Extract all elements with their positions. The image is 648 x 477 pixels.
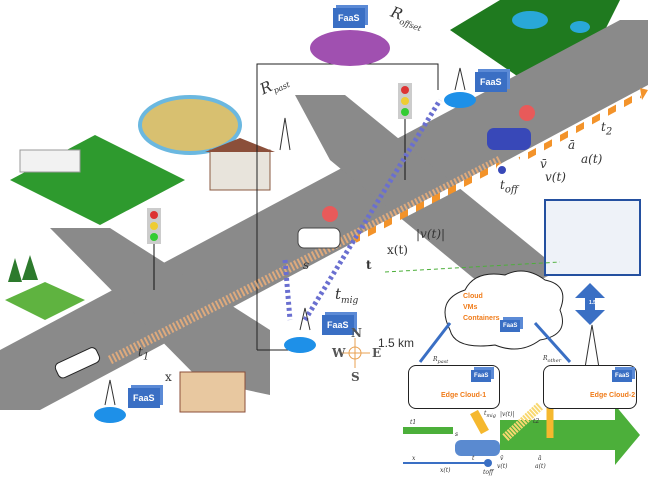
distance-label: 1.5 km [378, 336, 415, 350]
traffic-light-left [147, 208, 161, 290]
link-line [384, 261, 561, 273]
wifi-badge [322, 206, 338, 222]
inset-t-off-marker [484, 459, 492, 467]
inset-r-past: Rpast [433, 356, 449, 366]
inset-car [455, 440, 500, 456]
compass-s: S [351, 370, 360, 384]
inset-t-off: toff [483, 469, 494, 476]
wifi-cloud-icon [284, 337, 316, 353]
inset-migration-beam [470, 409, 489, 435]
compass-icon [340, 338, 370, 368]
t1-label: t1 [138, 345, 150, 363]
cross-road-lower [50, 228, 270, 395]
t-label: t [366, 258, 372, 272]
distance-badge: 1.5KM [589, 300, 604, 306]
s-label: s [303, 258, 310, 272]
vehicle-white [297, 227, 341, 249]
x-t-label: x(t) [387, 243, 408, 257]
pond [570, 21, 590, 33]
cell-tower-icon [104, 67, 602, 406]
vehicle-blue [487, 128, 531, 150]
faas-badge: FaaS [333, 8, 365, 28]
t2-label: t2 [601, 120, 613, 138]
t-mig-label: tmig [335, 285, 359, 306]
future-trajectory-2 [518, 92, 642, 163]
inset-beam-2 [501, 402, 544, 442]
tree [8, 258, 22, 282]
inset-motion-arrow [500, 405, 640, 465]
distance-cross-arrow [575, 283, 605, 325]
edge-cloud-1-label: Edge Cloud-1 [441, 392, 487, 399]
compass-n: N [351, 326, 362, 340]
inset-bar-t1 [403, 427, 453, 434]
inset-t: t [472, 455, 475, 462]
secure-cloud-icon [310, 30, 390, 66]
apartment-building [209, 149, 271, 191]
faas-badge: FaaS [475, 72, 507, 92]
inset-t-mig: tmig [484, 410, 496, 420]
migration-path-short [282, 259, 293, 321]
t-off-marker [496, 164, 508, 176]
traffic-light-right [398, 83, 412, 180]
pond [512, 11, 548, 29]
inset-t2: t2 [533, 418, 540, 425]
edge-cloud-1: Edge Cloud-1 FaaS [408, 365, 500, 409]
link-edge2-cloud [533, 321, 572, 364]
wifi-cloud-icon [94, 407, 126, 423]
central-cloud [444, 270, 564, 350]
inset-x-t: x(t) [440, 467, 451, 474]
inset-r-other: Rother [543, 355, 562, 365]
inset-a-t: a(t) [535, 463, 546, 470]
houses [179, 371, 246, 413]
edge-cloud-2: Edge Cloud-2 FaaS [543, 365, 637, 409]
inset-x: x [412, 455, 416, 462]
police-station [544, 199, 641, 276]
inset-v-t: v(t) [497, 463, 508, 470]
inset-a-bar: ā [538, 455, 542, 462]
stadium [138, 95, 242, 155]
arrowhead [640, 88, 648, 100]
inset-s: s [455, 431, 459, 438]
wifi-cloud-icon [444, 92, 476, 108]
faas-badge: FaaS [500, 320, 521, 332]
migration-path [302, 98, 443, 322]
compass-w: W [332, 346, 346, 360]
edge-cloud-2-label: Edge Cloud-2 [590, 392, 636, 399]
faas-badge: FaaS [322, 315, 354, 335]
faas-badge: FaaS [471, 370, 492, 382]
a-bar-label: ā [568, 138, 576, 152]
park [450, 0, 620, 78]
faas-badge: FaaS [612, 370, 633, 382]
abs-v-t-label: |v(t)| [416, 227, 446, 241]
inset-v-bar: v̄ [500, 455, 504, 462]
x-label: x [165, 370, 172, 384]
past-trajectory [107, 155, 503, 365]
inset-abs-v: |v(t)| [500, 411, 515, 418]
future-trajectory [353, 162, 502, 243]
faas-badge: FaaS [128, 388, 160, 408]
t-off-label: toff [500, 178, 518, 196]
v-bar-label: v̄ [540, 157, 547, 171]
a-t-label: a(t) [581, 152, 603, 166]
tree [22, 255, 38, 280]
grass-small [5, 282, 85, 320]
wifi-badge [519, 105, 535, 121]
compass-e: E [372, 346, 382, 360]
inset-t1: t1 [410, 419, 417, 426]
police-car [54, 347, 101, 379]
warehouse [19, 149, 81, 173]
link-edge1-cloud [418, 322, 452, 363]
v-t-label: v(t) [545, 170, 566, 184]
